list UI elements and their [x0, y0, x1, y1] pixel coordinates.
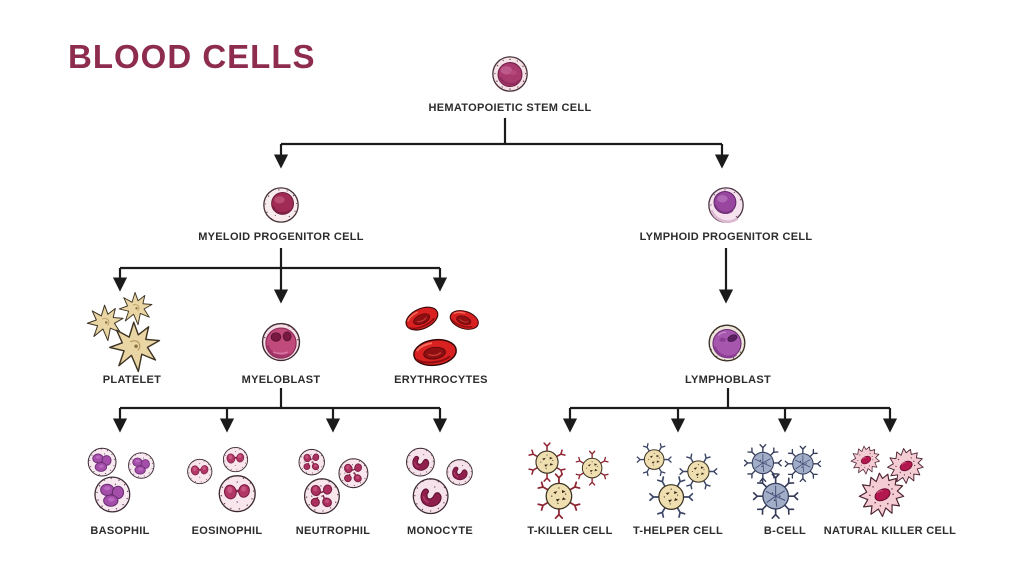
hematopoietic-stem-cell-illustration — [484, 48, 536, 100]
lymphoblast-illustration — [700, 316, 754, 370]
platelet-illustration — [82, 291, 186, 376]
erythrocytes-illustration — [394, 293, 490, 377]
label-myeloid-progenitor: MYELOID PROGENITOR CELL — [198, 231, 364, 243]
label-erythrocytes: ERYTHROCYTES — [394, 374, 488, 386]
neutrophil-illustration — [281, 440, 385, 520]
label-basophil: BASOPHIL — [90, 525, 150, 537]
t-killer-cell-illustration — [518, 440, 622, 520]
label-neutrophil: NEUTROPHIL — [295, 525, 371, 537]
b-cell-illustration — [733, 440, 837, 520]
label-hematopoietic-stem-cell: HEMATOPOIETIC STEM CELL — [428, 102, 592, 114]
label-eosinophil: EOSINOPHIL — [191, 525, 263, 537]
lymphoid-progenitor-cell-illustration — [700, 179, 752, 231]
label-t-killer-cell: T-KILLER CELL — [527, 525, 613, 537]
label-monocyte: MONOCYTE — [407, 525, 473, 537]
label-natural-killer-cell: NATURAL KILLER CELL — [823, 525, 957, 537]
label-lymphoblast: LYMPHOBLAST — [684, 374, 772, 386]
t-helper-cell-illustration — [626, 440, 730, 520]
natural-killer-cell-illustration — [838, 440, 942, 520]
basophil-illustration — [68, 440, 172, 520]
label-t-helper-cell: T-HELPER CELL — [632, 525, 724, 537]
label-platelet: PLATELET — [102, 374, 162, 386]
label-myeloblast: MYELOBLAST — [241, 374, 321, 386]
label-lymphoid-progenitor: LYMPHOID PROGENITOR CELL — [639, 231, 813, 243]
monocyte-illustration — [388, 440, 492, 520]
eosinophil-illustration — [175, 440, 279, 520]
myeloid-progenitor-cell-illustration — [255, 179, 307, 231]
myeloblast-illustration — [253, 314, 309, 370]
label-b-cell: B-CELL — [763, 525, 807, 537]
page-title: BLOOD CELLS — [68, 38, 316, 75]
